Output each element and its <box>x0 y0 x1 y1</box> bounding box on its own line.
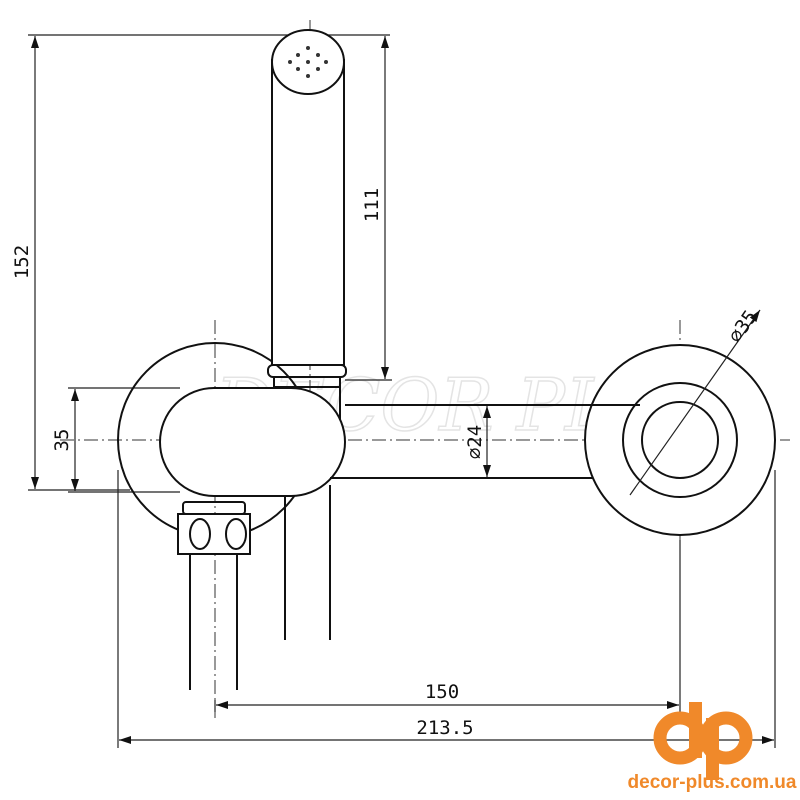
dim-152: 152 <box>11 245 33 279</box>
dim-111: 111 <box>361 188 383 222</box>
dim-213-5: 213.5 <box>416 717 473 739</box>
valve-body <box>159 387 346 497</box>
hose-nut <box>177 501 251 555</box>
dim-35: 35 <box>51 429 73 452</box>
dim-diameter-35: ⌀35 <box>724 306 762 347</box>
hand-shower <box>267 29 347 388</box>
extension-lines <box>28 34 776 748</box>
decor-plus-logo: decor-plus.com.ua <box>628 702 797 793</box>
hoses <box>189 485 331 690</box>
right-wall-flange <box>584 344 776 536</box>
dim-150: 150 <box>425 681 459 703</box>
logo-url: decor-plus.com.ua <box>628 772 797 793</box>
dim-diameter-24: ⌀24 <box>464 425 486 459</box>
